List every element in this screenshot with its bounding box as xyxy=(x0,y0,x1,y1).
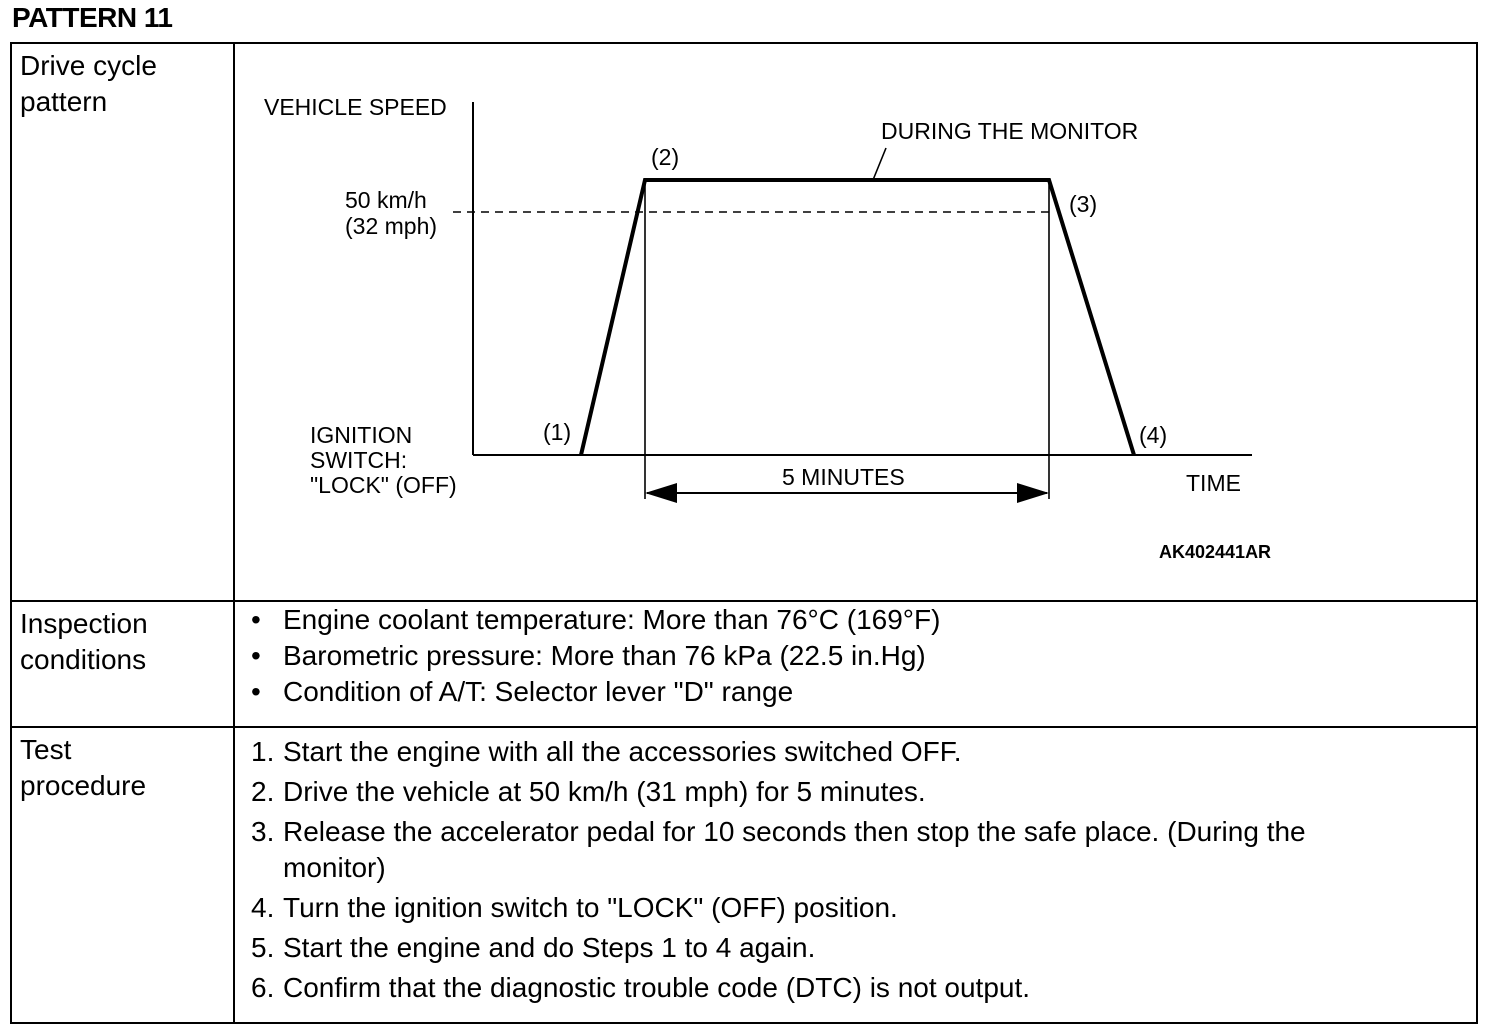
drive-cycle-cell: VEHICLE SPEED TIME 50 km/h (32 mph) IGNI… xyxy=(233,42,1478,602)
list-item: 4.Turn the ignition switch to "LOCK" (OF… xyxy=(251,892,898,923)
test-procedure-cell: 1.Start the engine with all the accessor… xyxy=(233,726,1478,1024)
spec-table: Drive cycle pattern xyxy=(10,42,1478,1024)
drive-cycle-row: Drive cycle pattern xyxy=(10,42,1478,602)
conditions-list: •Engine coolant temperature: More than 7… xyxy=(235,602,1476,710)
drive-cycle-diagram: VEHICLE SPEED TIME 50 km/h (32 mph) IGNI… xyxy=(264,94,1271,562)
test-procedure-label: Test procedure xyxy=(10,726,235,1024)
figure-code: AK402441AR xyxy=(1159,542,1271,562)
speed-label-mph: (32 mph) xyxy=(345,213,437,239)
list-item: 3.Release the accelerator pedal for 10 s… xyxy=(251,816,1306,883)
ignition-label-line2: SWITCH: xyxy=(310,447,407,473)
point-label-1: (1) xyxy=(543,419,571,445)
list-item: •Condition of A/T: Selector lever "D" ra… xyxy=(251,676,794,707)
monitor-leader xyxy=(872,147,887,181)
list-item: 1.Start the engine with all the accessor… xyxy=(251,736,962,767)
drive-cycle-label: Drive cycle pattern xyxy=(10,42,235,602)
procedure-steps: 1.Start the engine with all the accessor… xyxy=(235,728,1476,1006)
inspection-conditions-row: Inspection conditions •Engine coolant te… xyxy=(10,600,1478,728)
duration-label: 5 MINUTES xyxy=(782,464,905,490)
point-label-3: (3) xyxy=(1069,191,1097,217)
list-item: •Engine coolant temperature: More than 7… xyxy=(251,604,941,635)
point-label-2: (2) xyxy=(651,144,679,170)
list-item: 6.Confirm that the diagnostic trouble co… xyxy=(251,972,1031,1003)
inspection-conditions-cell: •Engine coolant temperature: More than 7… xyxy=(233,600,1478,728)
speed-label-kmh: 50 km/h xyxy=(345,187,427,213)
monitor-annotation: DURING THE MONITOR xyxy=(881,118,1138,144)
point-label-4: (4) xyxy=(1139,422,1167,448)
inspection-conditions-label: Inspection conditions xyxy=(10,600,235,728)
x-axis-label: TIME xyxy=(1186,470,1241,496)
pattern-title: PATTERN 11 xyxy=(12,2,173,33)
list-item: 2.Drive the vehicle at 50 km/h (31 mph) … xyxy=(251,776,926,807)
test-procedure-row: Test procedure 1.Start the engine with a… xyxy=(10,726,1478,1024)
ignition-label-line1: IGNITION xyxy=(310,422,412,448)
y-axis-label: VEHICLE SPEED xyxy=(264,94,447,120)
ignition-label-line3: "LOCK" (OFF) xyxy=(310,472,457,498)
speed-profile xyxy=(579,178,1136,456)
list-item: •Barometric pressure: More than 76 kPa (… xyxy=(251,640,926,671)
list-item: 5.Start the engine and do Steps 1 to 4 a… xyxy=(251,932,816,963)
